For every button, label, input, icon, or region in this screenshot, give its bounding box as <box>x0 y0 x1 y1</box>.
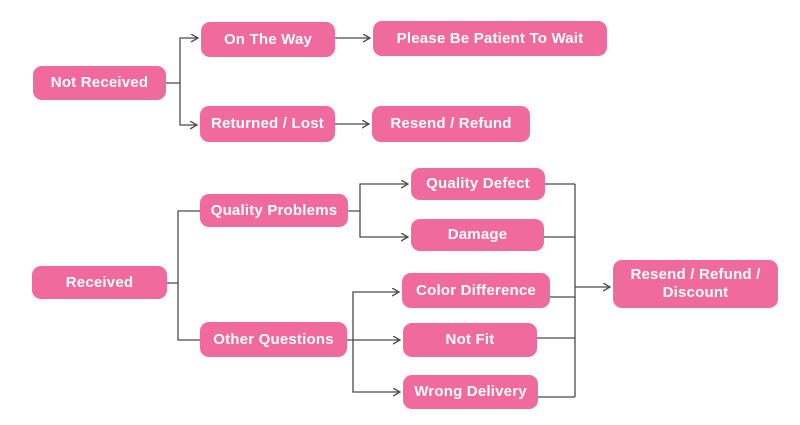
node-on-the-way: On The Way <box>201 22 335 57</box>
node-not-received: Not Received <box>33 66 166 100</box>
node-color-difference: Color Difference <box>402 273 550 308</box>
node-wrong-delivery: Wrong Delivery <box>403 375 538 409</box>
node-quality-problems: Quality Problems <box>200 194 348 227</box>
node-quality-defect: Quality Defect <box>411 168 545 200</box>
node-resend-refund-discount: Resend / Refund / Discount <box>613 260 778 308</box>
node-returned-lost: Returned / Lost <box>200 106 335 142</box>
node-received: Received <box>32 266 167 299</box>
node-please-be-patient-to-wait: Please Be Patient To Wait <box>373 21 607 56</box>
node-other-questions: Other Questions <box>200 322 347 357</box>
node-resend-refund: Resend / Refund <box>372 106 530 142</box>
node-not-fit: Not Fit <box>403 323 537 357</box>
node-damage: Damage <box>411 219 544 251</box>
